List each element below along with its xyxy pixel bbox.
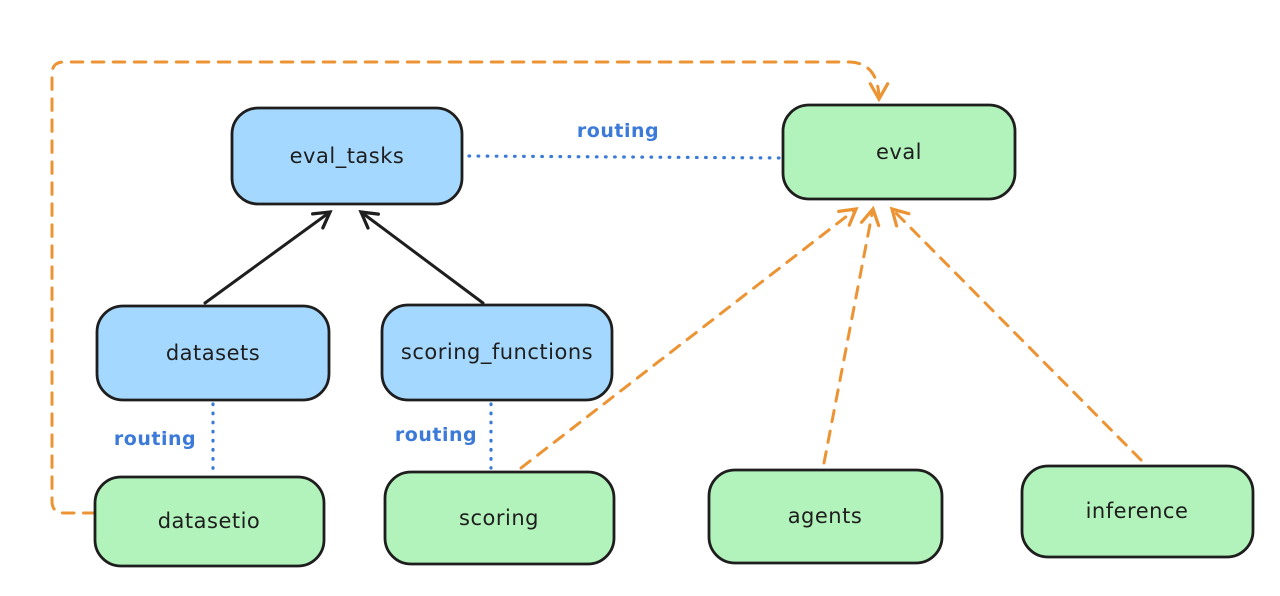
node-scoring-functions-box — [380, 303, 614, 402]
node-datasets-box — [95, 304, 331, 402]
node-eval: eval — [781, 103, 1017, 201]
node-scoring-functions: scoring_functions — [380, 303, 614, 402]
node-inference-box — [1020, 464, 1255, 559]
routing-label-scoring-functions-scoring: routing — [395, 424, 477, 446]
edge-agents-to-eval — [822, 205, 881, 465]
node-eval-tasks: eval_tasks — [230, 106, 464, 206]
edge-datasets-to-eval-tasks — [203, 210, 333, 305]
node-datasetio: datasetio — [93, 475, 326, 568]
node-eval-box — [781, 103, 1017, 201]
routing-label-eval-tasks-eval: routing — [577, 120, 659, 142]
node-datasetio-box — [93, 475, 326, 568]
node-eval-tasks-box — [230, 106, 464, 206]
edge-datasetio-to-eval — [50, 60, 890, 515]
node-scoring: scoring — [383, 470, 616, 566]
node-scoring-box — [383, 470, 616, 566]
edge-inference-to-eval — [889, 206, 1143, 462]
node-agents: agents — [707, 468, 944, 565]
node-eval-label: eval — [876, 140, 922, 164]
node-inference: inference — [1020, 464, 1255, 559]
node-eval-tasks-label: eval_tasks — [290, 144, 405, 169]
node-scoring-functions-label: scoring_functions — [401, 340, 593, 365]
node-datasetio-label: datasetio — [158, 509, 261, 533]
edge-scoring-functions-to-eval-tasks — [358, 210, 485, 305]
node-datasets-label: datasets — [166, 341, 260, 365]
node-agents-box — [707, 468, 944, 565]
node-scoring-label: scoring — [459, 506, 539, 530]
node-datasets: datasets — [95, 304, 331, 402]
node-agents-label: agents — [788, 504, 863, 528]
node-inference-label: inference — [1086, 499, 1189, 523]
edge-eval-tasks-to-eval-routing — [467, 154, 787, 160]
routing-label-datasets-datasetio: routing — [114, 428, 196, 450]
edge-scoring-to-eval — [519, 206, 859, 470]
